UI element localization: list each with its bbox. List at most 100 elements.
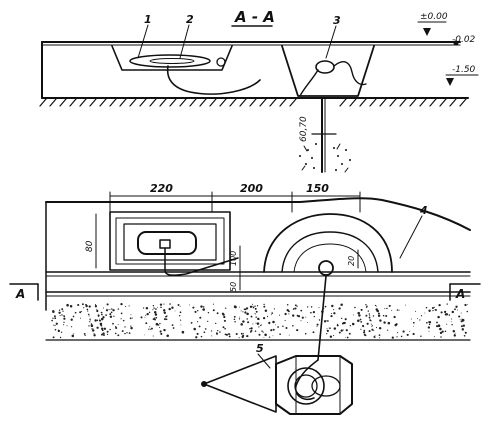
speckle-dot	[252, 306, 255, 309]
speckle-dot	[451, 318, 453, 320]
speckle-dot	[270, 329, 273, 332]
speckle-dot	[435, 309, 437, 311]
speckle-dot	[441, 330, 444, 333]
soil-speckle	[299, 143, 351, 171]
speckle-dot	[100, 327, 104, 330]
speckle-dot	[256, 305, 259, 307]
speckle-dot	[212, 303, 215, 305]
speckle-dot	[102, 307, 104, 309]
speckle-dot	[163, 303, 165, 305]
speckle-dot	[130, 314, 132, 316]
speckle-dot	[426, 321, 428, 324]
speckle-dot	[228, 335, 231, 338]
speckle-dot	[63, 317, 66, 320]
speckle-dot	[310, 306, 313, 308]
well-chamber	[281, 45, 375, 97]
speckle-dot	[162, 309, 166, 312]
speckle-dot	[77, 303, 80, 307]
speckle-dot	[105, 309, 109, 312]
speckle-dot	[271, 312, 274, 314]
speckle-dot	[428, 330, 430, 332]
elevation-top-label: ±0.00	[420, 12, 448, 22]
speckle-dot	[198, 325, 201, 328]
speckle-dot	[222, 313, 225, 316]
speckle-dot	[424, 312, 426, 314]
speckle-dot	[312, 311, 315, 314]
speckle-dot	[417, 318, 419, 320]
speckle-dot	[103, 334, 105, 336]
speckle-dot	[101, 329, 104, 332]
speckle-dot	[397, 332, 399, 334]
speckle-dot	[362, 325, 365, 328]
speckle-dot	[202, 306, 205, 308]
speckle-dot	[378, 327, 382, 330]
speckle-dot	[69, 304, 73, 308]
speckle-dot	[451, 310, 455, 314]
callout-2: 2	[186, 13, 194, 26]
speckle-dot	[294, 307, 297, 310]
elevation-marker-icon	[423, 28, 431, 36]
speckle-dot	[262, 331, 264, 333]
speckle-dot	[163, 318, 167, 321]
speckle-dot	[454, 308, 456, 311]
speckle-dot	[84, 334, 86, 337]
speckle-dot	[458, 315, 461, 318]
speckle-dot	[66, 325, 68, 327]
speckle-dot	[240, 332, 243, 335]
speckle-dot	[99, 319, 101, 322]
speckle-dot	[124, 326, 126, 328]
speckle-dot	[359, 318, 362, 321]
speckle-dot	[353, 314, 355, 316]
speckle-dot	[203, 331, 206, 334]
speckle-dot	[433, 306, 435, 308]
speckle-dot	[344, 318, 347, 321]
speckle-dot	[106, 333, 109, 336]
speckle-dot	[130, 325, 132, 327]
dimension-200: 200	[240, 182, 263, 195]
speckle-dot	[371, 325, 373, 327]
speckle-dot	[244, 311, 247, 314]
speckle-dot	[150, 327, 153, 330]
speckle-dot	[466, 310, 469, 313]
speckle-dot	[358, 314, 361, 317]
speckle-dot	[420, 315, 423, 317]
speckle-dot	[428, 321, 432, 324]
speckle-dot	[130, 326, 133, 330]
speckle-dot	[217, 329, 219, 332]
dimension-20: 20	[347, 256, 356, 266]
speckle-dot	[277, 326, 279, 328]
speckle-dot	[363, 333, 366, 336]
speckle-dot	[295, 329, 298, 331]
speckle-dot	[171, 306, 174, 309]
callout-5: 5	[256, 342, 264, 355]
speckle-dot	[90, 324, 94, 327]
speckle-dot	[58, 309, 61, 311]
speckle-dot	[375, 327, 378, 329]
speckle-dot	[52, 336, 55, 339]
cable-funnel	[203, 355, 277, 413]
speckle-dot	[255, 310, 258, 313]
speckle-dot	[443, 310, 447, 314]
speckle-dot	[318, 319, 321, 321]
speckle-dot	[63, 315, 66, 318]
speckle-dot	[444, 313, 447, 316]
speckle-dot	[108, 309, 110, 310]
section-mark-left: А	[15, 287, 25, 301]
speckle-dot	[85, 304, 88, 308]
speckle-dot	[234, 320, 236, 323]
lamp-frame-outer	[109, 211, 231, 271]
speckle-dot	[110, 311, 113, 314]
speckle-dot	[81, 310, 83, 313]
dimension-80: 80	[85, 240, 95, 252]
speckle-dot	[250, 327, 253, 330]
speckle-dot	[121, 330, 124, 333]
speckle-dot	[272, 320, 275, 324]
speckle-dot	[120, 302, 123, 306]
speckle-dot	[145, 306, 149, 310]
speckle-dot	[446, 303, 448, 305]
speckle-dot	[386, 329, 389, 331]
speckle-dot	[145, 322, 148, 325]
speckle-dot	[94, 303, 97, 306]
speckle-dot	[88, 305, 91, 308]
speckle-dot	[318, 307, 320, 309]
